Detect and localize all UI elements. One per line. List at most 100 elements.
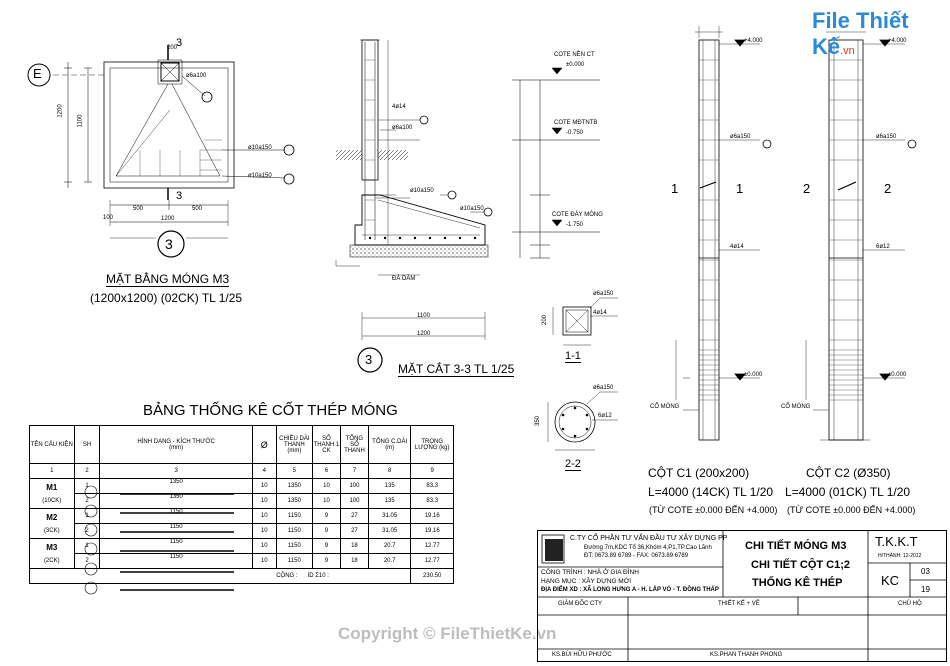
table-row: M2(3CK) 1 1150 10 1150 9 27 31.05 19.16: [29, 508, 454, 539]
c2-note: (TỪ COTE ±0.000 ĐẾN +4.000): [787, 505, 916, 515]
bom-total-value: 230.50: [410, 568, 454, 584]
sheet-total: 19: [921, 585, 930, 594]
c2-base-elev: ±0.000: [888, 372, 907, 378]
bom-cell-total: 20.7: [367, 538, 412, 554]
bom-cell-dia: 10: [251, 523, 277, 539]
bom-title: BẢNG THỐNG KÊ CỐT THÉP MÓNG: [143, 402, 398, 419]
bom-cell-sh: 1: [73, 478, 101, 494]
c1-cut-right: 1: [736, 181, 744, 196]
plan-rebar-3: ø10a150: [248, 173, 272, 179]
c2-label-main: 6ø12: [876, 244, 890, 250]
bom-cell-weight: 19.16: [410, 523, 454, 539]
bom-cell-shape: 1150: [99, 508, 253, 524]
bom-cell-n1: 10: [311, 493, 341, 509]
c1-top-elev: +4.000: [744, 38, 763, 44]
bom-header-shape: HÌNH DẠNG - KÍCH THƯỚC(mm): [99, 425, 253, 464]
bom-total-row: CỘNG : ID Σ10 : 230.50: [29, 568, 454, 584]
c1-label-main: 4ø14: [730, 244, 744, 250]
bom-cell-sh: 1: [73, 538, 101, 554]
drawing-title-2: CHI TIẾT CỘT C1;2: [751, 559, 851, 571]
role-design: THIẾT KẾ + VẼ: [718, 601, 760, 607]
project-item: HẠNG MỤC : XÂY DỰNG MỚI: [541, 578, 632, 585]
table-row: M1(10CK) 1 1350 10 1350 10 100 135 83.3: [29, 478, 454, 509]
bom-cell-sh: 1: [73, 508, 101, 524]
c1-label-stirrup: ø6a150: [730, 134, 751, 140]
name-design: KS.PHAN THANH PHONG: [710, 652, 783, 658]
plan-title: MẶT BẰNG MÓNG M3: [106, 272, 230, 287]
company-name: C.TY CỔ PHẦN TƯ VẤN ĐẦU TƯ XÂY DỰNG PP: [570, 535, 728, 542]
bom-index: 8: [367, 463, 412, 479]
bom-cell-n: 100: [339, 478, 369, 494]
drawing-title-3: THỐNG KÊ THÉP: [752, 577, 843, 589]
bom-group-name: M3(2CK): [29, 538, 75, 569]
bom-index: 9: [410, 463, 454, 479]
bom-cell-shape: 1150: [99, 553, 253, 569]
c1-label-neck: CỔ MÓNG: [650, 404, 680, 410]
logo-text: File Thiết Kế: [812, 8, 909, 59]
bom-cell-sh: 2: [73, 493, 101, 509]
section-marker: 3: [365, 352, 373, 367]
role-director: GIÁM ĐỐC CTY: [558, 601, 603, 607]
sec22-dim: 350: [535, 415, 542, 427]
bom-index: 5: [275, 463, 313, 479]
project-location: ĐỊA ĐIỂM XD : XÃ LONG HƯNG A - H. LẤP VÒ…: [541, 587, 719, 593]
bom-cell-total: 135: [367, 478, 412, 494]
c2-subtitle: L=4000 (01CK) TL 1/20: [785, 485, 911, 499]
c1-title: CỘT C1 (200x200): [648, 466, 750, 480]
bom-cell-len: 1150: [275, 523, 313, 539]
sec11-dim: 200: [542, 314, 549, 326]
design-stage: T.K.K.T: [875, 534, 918, 549]
plan-rebar-2: ø10a150: [248, 145, 272, 151]
plan-dim-top: 200: [167, 45, 178, 51]
bom-cell-dia: 10: [251, 508, 277, 524]
plan-section-marker: 3: [165, 236, 173, 252]
sec22-title: 2-2: [565, 458, 581, 471]
title-block: C.TY CỔ PHẦN TƯ VẤN ĐẦU TƯ XÂY DỰNG PP Đ…: [537, 530, 947, 662]
project-name: CÔNG TRÌNH : NHÀ Ở GIA ĐÌNH: [541, 569, 639, 576]
c2-top-elev: +4.000: [888, 38, 907, 44]
bom-cell-shape: 1150: [99, 538, 253, 554]
company-logo-icon: [545, 539, 563, 561]
bom-cell-n: 100: [339, 493, 369, 509]
c1-note: (TỪ COTE ±0.000 ĐẾN +4.000): [649, 505, 778, 515]
c1-subtitle: L=4000 (14CK) TL 1/20: [648, 485, 774, 499]
drawing-code: KC: [881, 573, 900, 588]
company-address: Đường 7m,KDC Tổ 36,Khóm 4,P1,TP.Cao Lãnh: [584, 545, 712, 551]
bom-header-dia: Ø: [251, 425, 277, 464]
plan-dim-left-inner: 1100: [77, 114, 84, 128]
section-cut-label-top: 3: [176, 37, 183, 49]
bom-cell-sh: 2: [73, 523, 101, 539]
bom-cell-weight: 83.3: [410, 478, 454, 494]
elev-value-1: ±0.000: [566, 62, 585, 68]
plan-view-drawing: [27, 45, 295, 258]
bom-header-name: TÊN CẤU KIỆN: [29, 425, 75, 464]
sec11-label-2: 4ø14: [593, 310, 607, 316]
column-c2-drawing: [805, 31, 917, 441]
bom-cell-len: 1150: [275, 538, 313, 554]
sec11-label-1: ø6a150: [593, 291, 614, 297]
plan-rebar-1: ø6a100: [186, 73, 207, 79]
sec11-title: 1-1: [565, 350, 581, 363]
section-dim-bottom: 1200: [417, 331, 431, 337]
section-label-1: 4ø14: [392, 104, 406, 110]
table-row: 2 1150 10 1150 9 27 31.05 19.16: [30, 523, 454, 539]
section-3-3-drawing: [335, 39, 493, 373]
bom-cell-dia: 10: [251, 493, 277, 509]
sec22-label-2: 6ø12: [598, 413, 612, 419]
section-title: MẶT CẮT 3-3 TL 1/25: [398, 362, 515, 377]
bom-header-sh: SH: [73, 425, 101, 464]
elev-title-3: COTE ĐÁY MÓNG: [552, 212, 603, 218]
bom-cell-shape: 1350: [99, 478, 253, 494]
section-label-3: ø10a150: [410, 188, 434, 194]
section-cut-label-bottom: 3: [176, 190, 183, 202]
company-phone: ĐT: 0673.89 6789 - FAX: 0673.89 6789: [584, 553, 689, 559]
role-owner: CHỦ HỘ: [898, 601, 922, 607]
bom-header-n1: SỐ THANH 1 CK: [311, 425, 341, 464]
bom-cell-n: 27: [339, 523, 369, 539]
bom-cell-total: 20.7: [367, 553, 412, 569]
bom-cell-n1: 9: [311, 538, 341, 554]
bom-cell-weight: 12.77: [410, 538, 454, 554]
elev-value-3: -1.750: [566, 222, 584, 228]
bom-index: 1: [29, 463, 75, 479]
bom-group-name: M1(10CK): [29, 478, 75, 509]
